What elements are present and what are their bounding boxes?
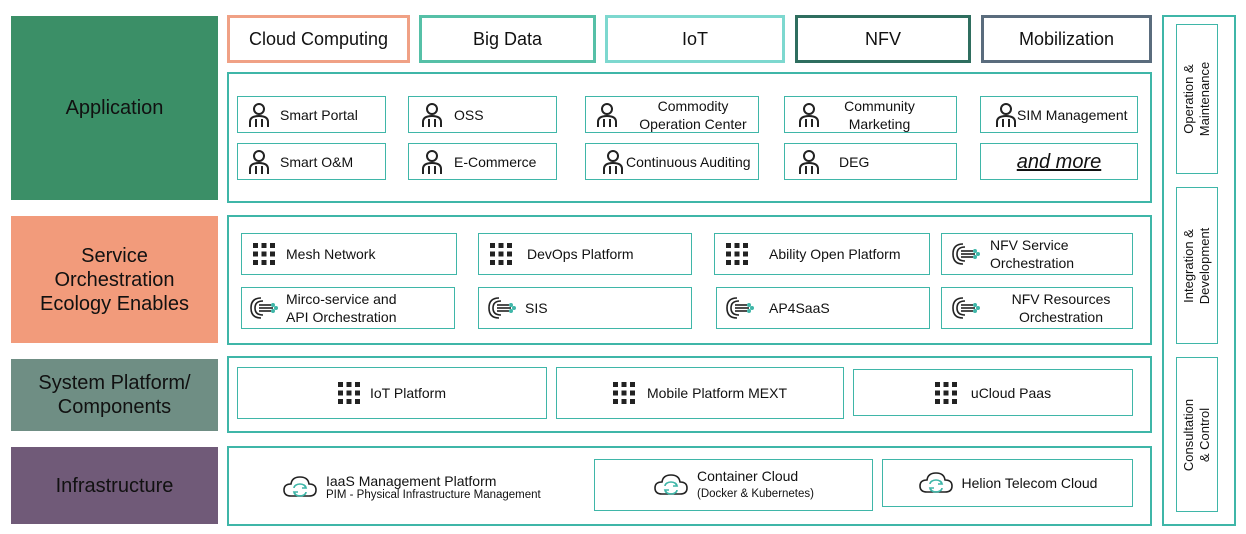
person-icon [249, 149, 269, 174]
infra-iaas-management: IaaS Management Platform PIM - Physical … [282, 470, 572, 504]
app-item-label: Smart Portal [280, 106, 358, 123]
network-flow-icon [952, 297, 980, 319]
sys-ucloud-paas: uCloud Paas [853, 369, 1133, 416]
app-item-label: E-Commerce [454, 153, 537, 170]
grid-icon [338, 382, 360, 404]
person-icon [799, 149, 819, 174]
person-icon [603, 149, 623, 174]
application-frame [227, 72, 1152, 203]
infra-item-label: Helion Telecom Cloud [961, 475, 1098, 491]
network-flow-icon [488, 297, 516, 319]
person-icon [249, 102, 269, 127]
app-commodity-operation-center: Commodity Operation Center [585, 96, 759, 133]
svc-item-label: DevOps Platform [527, 246, 634, 262]
layer-infrastructure: Infrastructure [11, 447, 218, 524]
grid-icon [934, 381, 957, 404]
network-flow-icon [726, 297, 754, 319]
tab-big-data: Big Data [419, 15, 596, 63]
app-item-label: Commodity Operation Center [639, 97, 747, 132]
svc-microservice-api-orchestration: Mirco-service and API Orchestration [241, 287, 455, 329]
svc-item-label: NFV Resources Orchestration [1011, 291, 1111, 325]
tab-iot: IoT [605, 15, 785, 63]
app-smart-portal: Smart Portal [237, 96, 386, 133]
grid-icon [726, 243, 748, 265]
app-item-label: DEG [839, 153, 870, 170]
layer-system-platform: System Platform/ Components [11, 359, 218, 431]
person-icon [996, 102, 1016, 127]
tab-nfv: NFV [795, 15, 971, 63]
app-continuous-auditing: Continuous Auditing [585, 143, 759, 180]
sys-item-label: uCloud Paas [970, 384, 1052, 401]
side-label: Integration & Development [1181, 227, 1212, 304]
svc-sis: SIS [478, 287, 692, 329]
grid-icon [612, 382, 635, 404]
svc-item-label: Mesh Network [286, 246, 376, 262]
app-sim-management: SIM Management [980, 96, 1138, 133]
sys-item-label: IoT Platform [370, 385, 446, 401]
sys-item-label: Mobile Platform MEXT [646, 385, 788, 401]
person-icon [597, 102, 617, 127]
grid-icon [253, 243, 275, 265]
svc-nfv-service-orchestration: NFV Service Orchestration [941, 233, 1133, 275]
person-icon [421, 102, 442, 127]
app-oss: OSS [408, 96, 557, 133]
cloud-sync-icon [654, 474, 688, 495]
app-item-label: SIM Management [1017, 106, 1128, 123]
sys-iot-platform: IoT Platform [237, 367, 547, 419]
person-icon [421, 149, 442, 174]
sys-mobile-platform-mext: Mobile Platform MEXT [556, 367, 844, 419]
app-item-label: OSS [454, 106, 484, 123]
side-operation-maintenance: Operation & Maintenance [1176, 24, 1218, 174]
app-item-label: Community Marketing [844, 97, 915, 132]
svc-item-label: SIS [525, 300, 548, 316]
svc-item-label: NFV Service Orchestration [990, 237, 1075, 271]
infra-helion-telecom-cloud: Helion Telecom Cloud [882, 459, 1133, 507]
svc-nfv-resources-orchestration: NFV Resources Orchestration [941, 287, 1133, 329]
app-item-label: Continuous Auditing [626, 153, 751, 170]
grid-icon [490, 243, 512, 265]
app-community-marketing: Community Marketing [784, 96, 957, 133]
svc-mesh-network: Mesh Network [241, 233, 457, 275]
svc-item-label: AP4SaaS [769, 300, 830, 316]
side-label: Consultation & Control [1181, 398, 1212, 471]
app-and-more: and more [980, 143, 1138, 180]
side-integration-development: Integration & Development [1176, 187, 1218, 344]
infra-container-title: Container Cloud [697, 468, 799, 484]
cloud-sync-icon [918, 472, 953, 493]
svc-item-label: Mirco-service and API Orchestration [286, 291, 397, 325]
svc-ability-open-platform: Ability Open Platform [714, 233, 930, 275]
svc-item-label: Ability Open Platform [769, 246, 901, 262]
app-item-label: Smart O&M [280, 153, 354, 170]
svc-devops-platform: DevOps Platform [478, 233, 692, 275]
app-e-commerce: E-Commerce [408, 143, 557, 180]
side-label: Operation & Maintenance [1181, 61, 1212, 137]
app-deg: DEG [784, 143, 957, 180]
infra-iaas-title: IaaS Management Platform [326, 473, 497, 489]
infra-container-cloud: Container Cloud (Docker & Kubernetes) [594, 459, 873, 511]
app-smart-om: Smart O&M [237, 143, 386, 180]
infra-container-subtitle: (Docker & Kubernetes) [697, 488, 814, 500]
svc-ap4saas: AP4SaaS [716, 287, 930, 329]
person-icon [799, 102, 819, 127]
network-flow-icon [952, 243, 980, 265]
layer-application: Application [11, 16, 218, 200]
infra-iaas-subtitle: PIM - Physical Infrastructure Management [326, 489, 541, 501]
layer-service-orchestration: Service Orchestration Ecology Enables [11, 216, 218, 343]
tab-cloud-computing: Cloud Computing [227, 15, 410, 63]
cloud-sync-icon [283, 476, 317, 497]
side-consultation-control: Consultation & Control [1176, 357, 1218, 512]
network-flow-icon [250, 297, 278, 319]
tab-mobilization: Mobilization [981, 15, 1152, 63]
